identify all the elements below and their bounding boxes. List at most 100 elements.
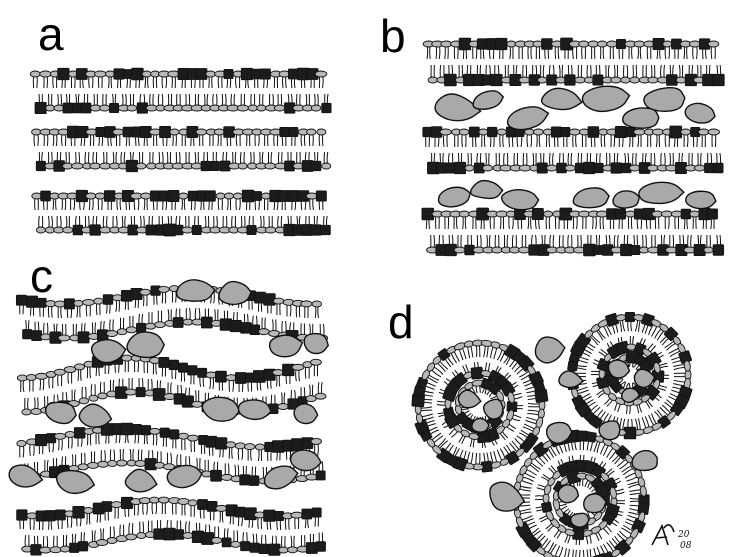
lipid — [477, 208, 489, 229]
protein — [472, 418, 489, 432]
protein — [572, 186, 610, 209]
lipid — [625, 211, 635, 229]
lipid-head-light — [117, 329, 127, 335]
lipid-head-dark — [90, 225, 101, 236]
lipid-head-dark — [123, 127, 133, 137]
lipid-head-dark — [235, 373, 246, 384]
lipid-head-dark — [201, 161, 210, 170]
lipid-head-light — [288, 547, 298, 553]
lipid — [235, 443, 245, 460]
lipid — [74, 427, 85, 446]
lipid-head-dark — [288, 69, 298, 79]
panel-label-b: b — [380, 10, 406, 62]
lipid-head-light — [630, 77, 640, 83]
lipid — [316, 532, 326, 551]
lipid-head-dark — [311, 161, 320, 170]
lipid — [288, 69, 298, 88]
lipid-head-dark — [532, 208, 543, 219]
lipid — [583, 153, 595, 174]
lipid-head-light — [154, 462, 164, 468]
lipid-head-dark — [316, 471, 325, 480]
lipid-head-light — [261, 193, 270, 199]
lipid — [551, 127, 561, 147]
lipid-head-light — [459, 129, 469, 135]
lipid-head-dark — [32, 331, 42, 341]
protein — [437, 185, 472, 210]
lipid — [597, 41, 606, 59]
lipid-head-light — [183, 319, 193, 325]
lipid — [63, 94, 73, 113]
lipid — [97, 321, 108, 340]
lipid — [187, 435, 198, 452]
lipid-head-dark — [670, 126, 682, 138]
lipid — [224, 127, 235, 146]
lipid-head-light — [98, 393, 107, 399]
lipid-head-light — [584, 77, 593, 83]
lipid-head-dark — [136, 388, 145, 397]
lipid-head-dark — [146, 225, 156, 235]
lipid-head-dark — [703, 74, 714, 85]
protein — [127, 332, 164, 358]
lipid — [173, 309, 183, 328]
lipid — [224, 193, 233, 210]
lipid-head-light — [206, 71, 216, 77]
lipid — [201, 152, 210, 171]
lipid — [529, 65, 540, 85]
lipid-head-light — [629, 165, 639, 171]
lipid — [259, 535, 268, 554]
lipid-head-light — [224, 193, 233, 199]
lipid — [58, 68, 70, 88]
lipid-head-light — [307, 129, 316, 135]
lipid-head-light — [127, 105, 137, 111]
lipid-head-light — [708, 41, 719, 47]
lipid-head-light — [17, 440, 26, 446]
lipid — [163, 453, 174, 470]
bilayer — [422, 208, 724, 256]
lipid-head-dark — [249, 476, 259, 486]
lipid — [46, 94, 55, 111]
bilayer — [32, 190, 331, 236]
lipid — [602, 235, 613, 255]
lipid — [107, 527, 117, 544]
lipid — [113, 295, 123, 312]
lipid — [96, 127, 105, 146]
lipid — [315, 382, 326, 399]
lipid — [611, 65, 621, 83]
lipid — [515, 473, 533, 485]
lipid — [695, 153, 705, 171]
panel-label-a: a — [38, 8, 64, 60]
lipid — [631, 235, 640, 255]
lipid — [17, 375, 27, 392]
lipid-head-light — [269, 330, 280, 336]
lipid — [285, 94, 295, 113]
lipid-head-dark — [132, 68, 144, 80]
lipid — [121, 423, 133, 443]
lipid-head-light — [188, 500, 197, 506]
lipid — [547, 153, 557, 171]
lipid-head-light — [683, 360, 691, 371]
lipid — [96, 529, 107, 546]
lipid — [536, 502, 553, 513]
lipid-head-dark — [621, 244, 632, 255]
lipid — [307, 68, 318, 88]
lipid — [31, 536, 42, 555]
lipid — [160, 126, 171, 146]
lipid-head-light — [238, 163, 247, 169]
lipid-head-dark — [55, 510, 65, 520]
lipid-head-dark — [537, 163, 547, 173]
lipid — [109, 94, 118, 113]
protein — [638, 181, 684, 206]
lipid — [123, 127, 133, 146]
lipid-head-dark — [280, 127, 289, 136]
lipid — [131, 424, 141, 443]
lipid — [291, 512, 303, 529]
lipid-head-dark — [535, 389, 548, 402]
lipid — [507, 41, 516, 59]
lipid-head-light — [310, 359, 321, 365]
lipid-head-light — [22, 409, 31, 415]
lipid-head-dark — [58, 68, 70, 80]
lipid-head-light — [690, 211, 700, 217]
lipid-head-dark — [288, 191, 299, 202]
lipid-head-light — [483, 165, 493, 171]
lipid — [73, 216, 83, 235]
